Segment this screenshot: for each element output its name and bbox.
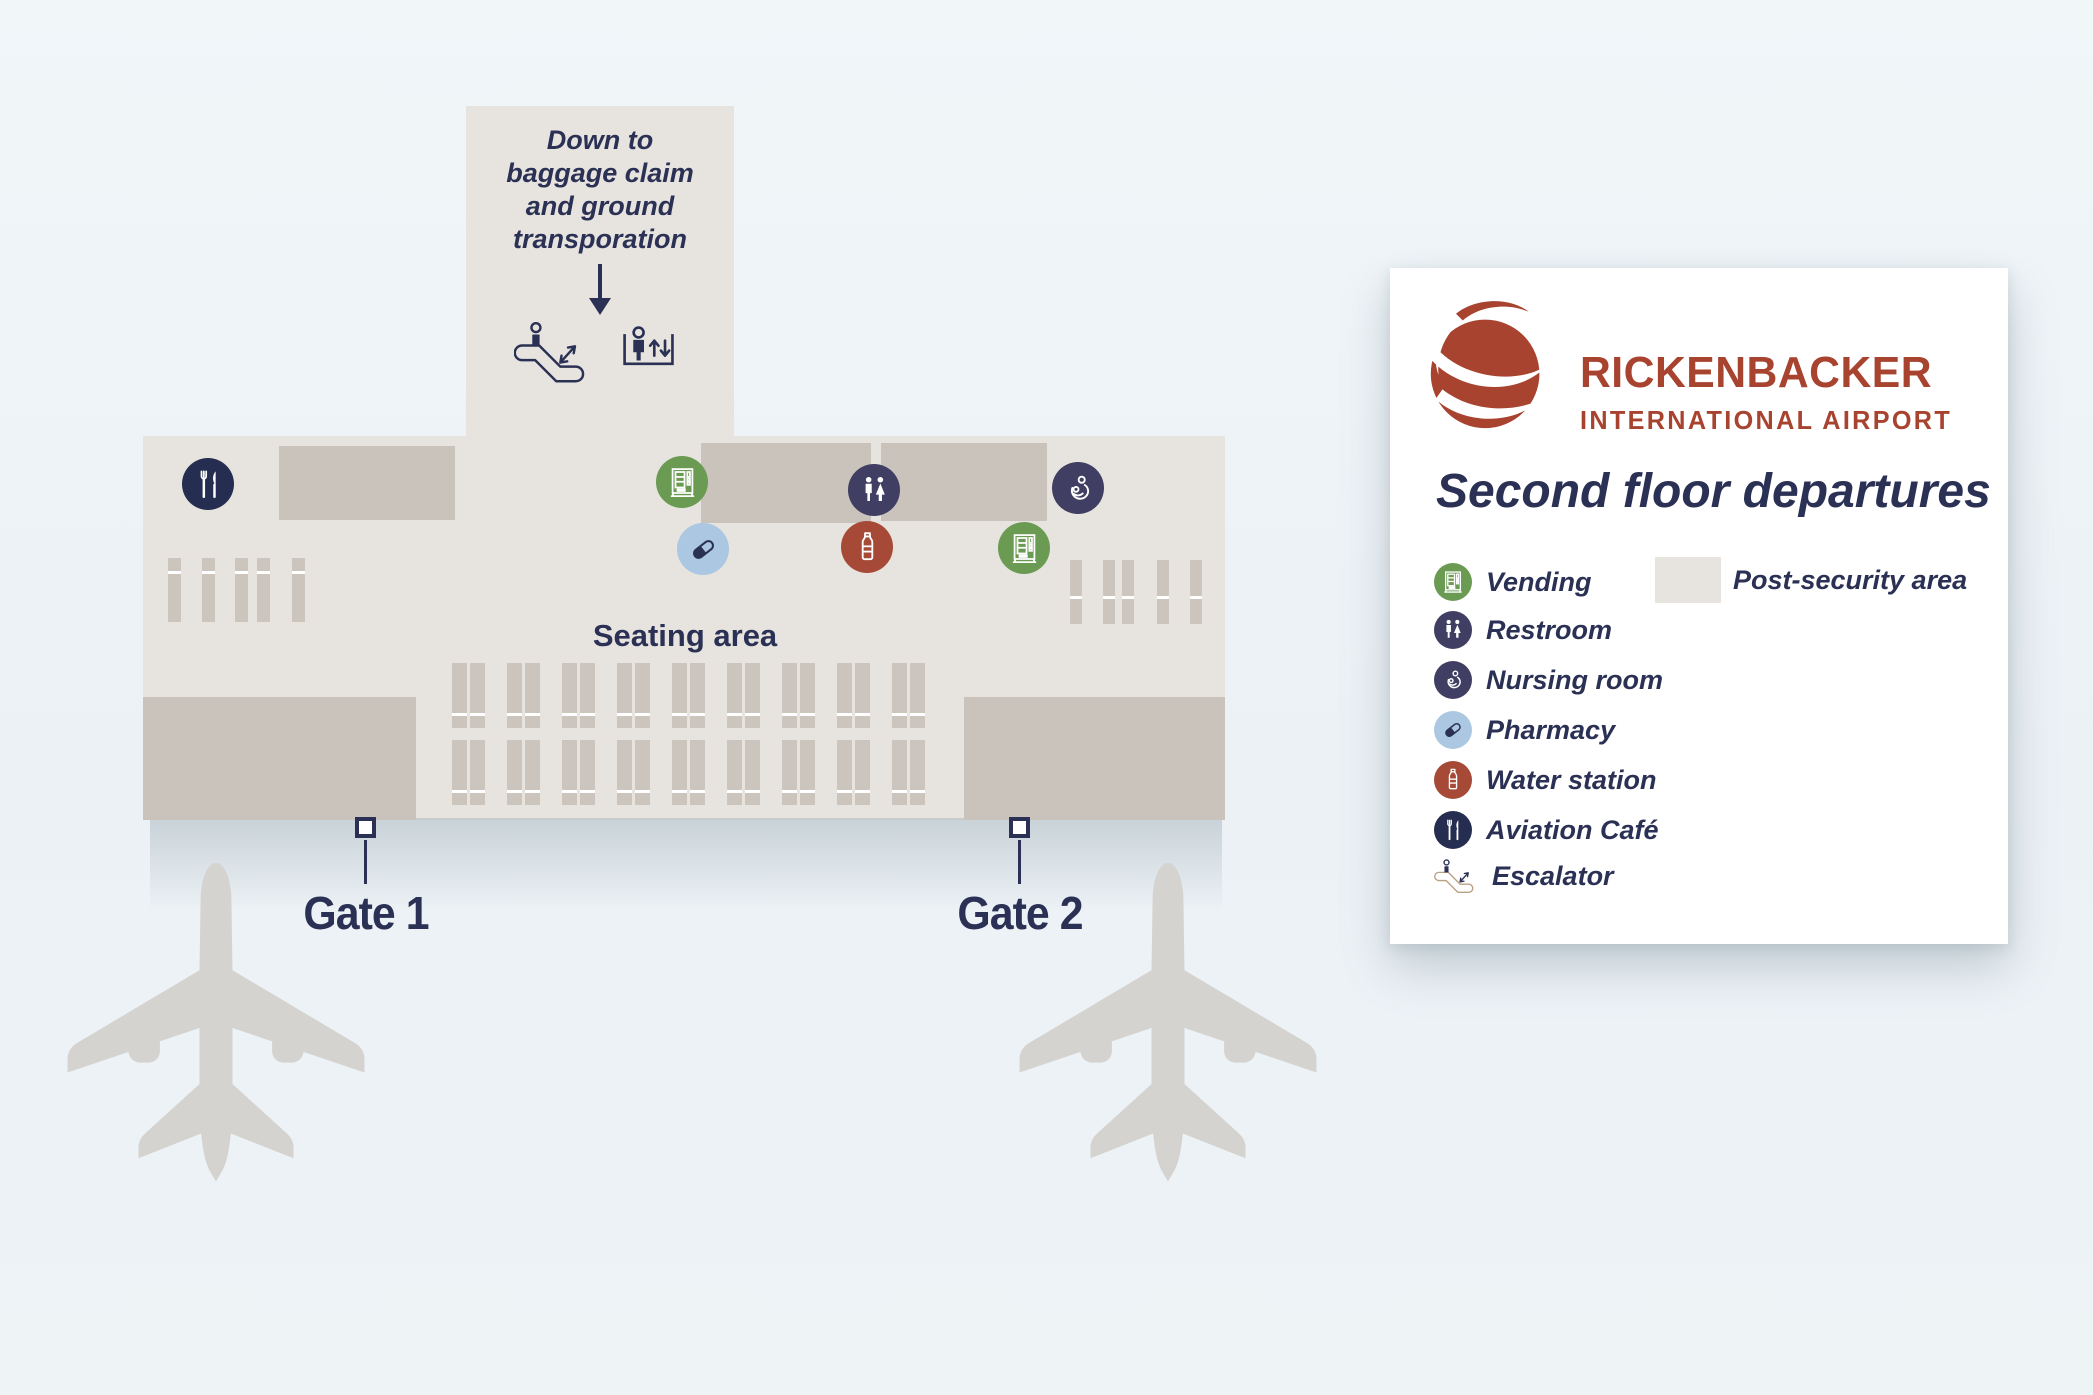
gate2-door-marker — [1009, 817, 1030, 838]
wall-block — [881, 443, 1047, 521]
vending-icon — [1434, 563, 1472, 601]
nursing-room-icon — [1434, 661, 1472, 699]
elevator-icon — [618, 316, 684, 382]
legend-item-restroom: Restroom — [1434, 611, 1854, 649]
seat-bench — [1103, 560, 1115, 624]
legend-label: Pharmacy — [1486, 714, 1616, 745]
escalator-icon — [514, 316, 592, 388]
legend-label: Aviation Café — [1486, 814, 1659, 845]
brand-subtitle: INTERNATIONAL AIRPORT — [1580, 405, 1953, 435]
gate1-label: Gate 1 — [303, 887, 429, 939]
vending-icon — [998, 522, 1050, 574]
wall-block — [279, 446, 455, 520]
water-station-icon — [841, 521, 893, 573]
down-arrow-icon — [598, 264, 602, 300]
aviation-cafe-icon — [182, 458, 234, 510]
aviation-cafe-icon — [1434, 811, 1472, 849]
brand-name: RICKENBACKER — [1580, 348, 1933, 397]
gate2-marker-stem — [1018, 840, 1021, 884]
legend-label: Vending — [1486, 566, 1592, 597]
pharmacy-icon — [677, 523, 729, 575]
rickenbacker-globe-logo-icon — [1424, 296, 1552, 444]
note-line: baggage claim — [506, 158, 694, 188]
seat-bench — [1070, 560, 1082, 624]
seat-bench — [168, 558, 181, 622]
legend-label: Escalator — [1492, 860, 1614, 891]
note-line: Down to — [546, 125, 654, 155]
legend-item-pharmacy: Pharmacy — [1434, 711, 1854, 749]
legend-item-vending: Vending — [1434, 563, 1854, 601]
restroom-icon — [848, 464, 900, 516]
seat-bench — [1190, 560, 1202, 624]
seat-bench — [257, 558, 270, 622]
wall-block — [701, 443, 871, 523]
pharmacy-icon — [1434, 711, 1472, 749]
seating-area-label: Seating area — [592, 618, 778, 653]
terminal-shadow — [150, 818, 1222, 910]
baggage-claim-note: Down to baggage claim and ground transpo… — [466, 124, 734, 256]
gate1-holdroom-block — [143, 697, 416, 820]
escalator-icon — [1434, 857, 1478, 895]
gate1-door-marker — [355, 817, 376, 838]
legend-label: Restroom — [1486, 614, 1613, 645]
seat-bench — [202, 558, 215, 622]
legend-item-escalator: Escalator — [1434, 857, 1854, 895]
vending-icon — [656, 456, 708, 508]
legend-label: Water station — [1486, 764, 1657, 795]
restroom-icon — [1434, 611, 1472, 649]
post-security-label: Post-security area — [1733, 565, 1968, 595]
seat-bench — [292, 558, 305, 622]
legend-item-aviation-cafe: Aviation Café — [1434, 811, 1854, 849]
seating-row — [452, 740, 932, 805]
brand-block: RICKENBACKER INTERNATIONAL AIRPORT — [1580, 348, 2000, 436]
down-arrow-head — [589, 298, 611, 315]
seat-bench — [1122, 560, 1134, 624]
seat-bench — [235, 558, 248, 622]
gate2-label: Gate 2 — [957, 887, 1083, 939]
legend-item-nursing-room: Nursing room — [1434, 661, 1854, 699]
note-line: transporation — [512, 224, 687, 254]
water-station-icon — [1434, 761, 1472, 799]
airplane-silhouette — [51, 855, 381, 1191]
note-line: and ground — [525, 191, 675, 221]
legend-label: Nursing room — [1486, 664, 1664, 695]
seating-row — [452, 663, 932, 728]
seat-bench — [1157, 560, 1169, 624]
gate2-holdroom-block — [964, 697, 1225, 820]
gate1-marker-stem — [364, 840, 367, 884]
nursing-room-icon — [1052, 462, 1104, 514]
airplane-silhouette — [1003, 855, 1333, 1191]
panel-title: Second floor departures — [1436, 465, 1991, 518]
post-security-area-swatch — [1655, 557, 1721, 603]
legend-item-water-station: Water station — [1434, 761, 1854, 799]
